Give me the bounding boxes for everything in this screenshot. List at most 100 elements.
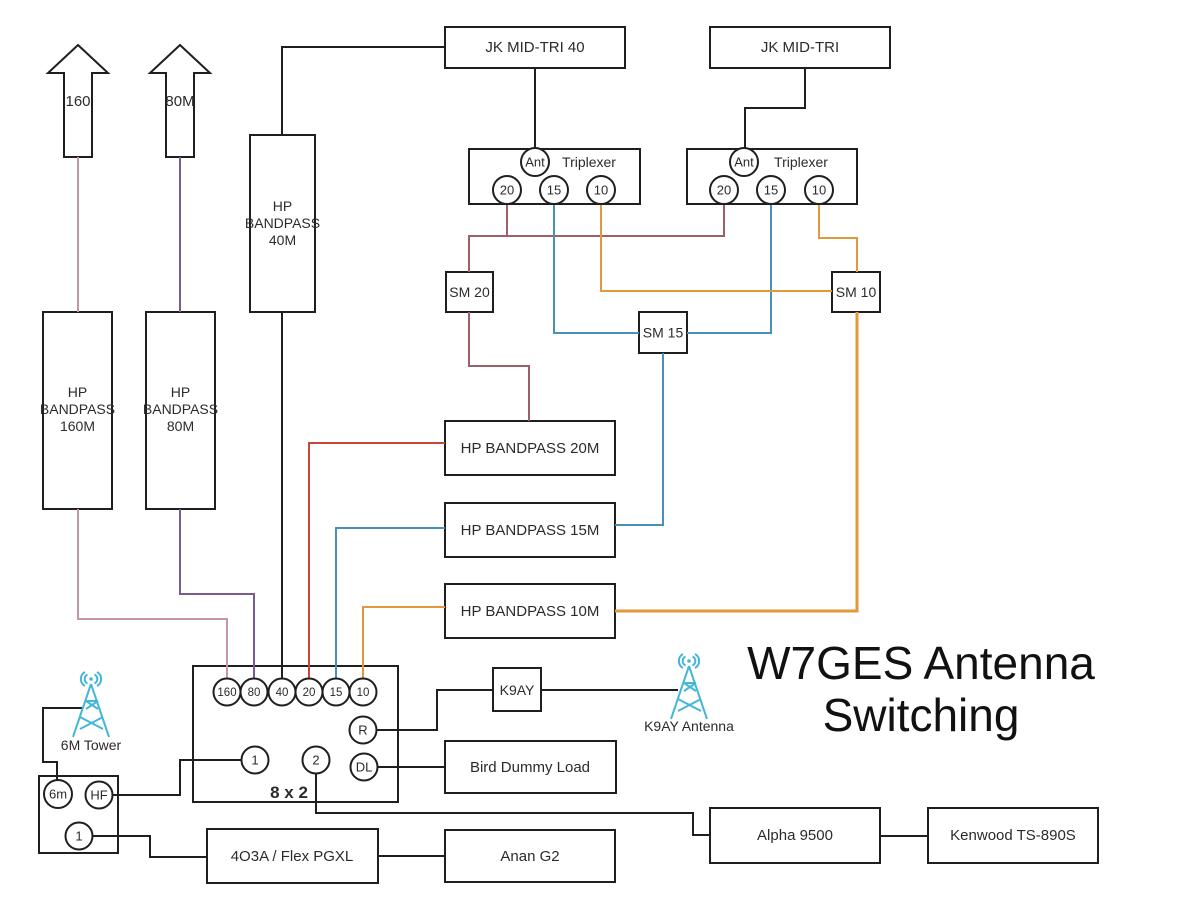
bp80-label-l2: BANDPASS <box>143 401 218 417</box>
wire-bp160-port160 <box>77 509 228 679</box>
jk-mid-tri-40-label: JK MID-TRI 40 <box>485 39 584 56</box>
remote-port-1-label: 1 <box>75 829 82 844</box>
switch-port-r <box>348 715 378 745</box>
switch-port-160-label: 160 <box>217 687 236 699</box>
bp160-label-l1: HP <box>68 384 87 400</box>
remote-port-6m <box>43 779 73 809</box>
remote-port-hf-label: HF <box>90 788 107 803</box>
hp-bandpass-15m-box <box>444 502 616 558</box>
wire-bp10-port10 <box>362 606 445 679</box>
bp160-label-l2: BANDPASS <box>40 401 115 417</box>
wire-triplexer2-15-sm15 <box>687 204 772 334</box>
triplexer1-20-port <box>492 175 522 205</box>
sm15-label: SM 15 <box>643 325 684 341</box>
wire-hf-switch1 <box>112 759 242 796</box>
switch-port-80-label: 80 <box>248 687 261 699</box>
triplexer1-15-label: 15 <box>547 183 561 198</box>
triplexer1-ant-label: Ant <box>525 155 545 170</box>
wire-sm10-bp10 <box>615 312 859 613</box>
remote-port-hf <box>84 780 114 810</box>
triplexer2-10-port <box>804 175 834 205</box>
bp40-label-l3: 40M <box>269 232 296 248</box>
jk-mid-tri-label: JK MID-TRI <box>761 39 839 56</box>
bp15-label: HP BANDPASS 15M <box>461 522 600 539</box>
switch-port-15-label: 15 <box>330 687 343 699</box>
arrow-80m-label: 80M <box>165 93 194 110</box>
diagram-title-line1: W7GES Antenna <box>747 637 1095 689</box>
alpha-9500-label: Alpha 9500 <box>757 827 833 844</box>
diagram-title-line2: Switching <box>823 689 1020 741</box>
sm20-label: SM 20 <box>449 284 490 300</box>
switch-port-20-label: 20 <box>303 687 316 699</box>
wire-sm15-bp15 <box>615 353 664 526</box>
wire-r-k9ay <box>376 689 493 731</box>
switch-port-r-label: R <box>358 723 367 738</box>
jk-mid-tri-box <box>709 26 891 69</box>
switch-port-10-label: 10 <box>357 687 370 699</box>
bird-dummy-load-label: Bird Dummy Load <box>470 759 590 776</box>
triplexer2-label: Triplexer <box>774 154 828 170</box>
anan-g2-label: Anan G2 <box>500 848 559 865</box>
triplexer2-ant-port <box>729 147 759 177</box>
wire-triplexer1-10-sm10 <box>600 204 832 292</box>
bp80-label-l3: 80M <box>167 418 194 434</box>
wire-bp15-port15 <box>335 527 445 679</box>
pgxl-label: 4O3A / Flex PGXL <box>231 848 354 865</box>
bp80-label-l1: HP <box>171 384 190 400</box>
wire-remote1-pgxl <box>92 835 207 858</box>
wire-6mtower-remote <box>42 707 82 781</box>
switch-port-1-label: 1 <box>251 753 258 768</box>
switch-port-dl <box>349 752 379 782</box>
triplexer1-ant-port <box>520 147 550 177</box>
anan-g2-box <box>444 829 616 883</box>
tower-6m-icon <box>72 671 110 738</box>
k9ay-label: K9AY <box>500 682 535 698</box>
hp-bandpass-10m-box <box>444 583 616 639</box>
bp10-label: HP BANDPASS 10M <box>461 603 600 620</box>
triplexer1-label: Triplexer <box>562 154 616 170</box>
kenwood-box <box>927 807 1099 864</box>
tower-k9ay-icon <box>670 653 708 720</box>
triplexer1-15-port <box>539 175 569 205</box>
switch-port-10 <box>348 677 378 707</box>
bp40-label-l2: BANDPASS <box>245 215 320 231</box>
bp20-label: HP BANDPASS 20M <box>461 440 600 457</box>
triplexer1-10-label: 10 <box>594 183 608 198</box>
wire-bp40-jk40 <box>281 46 445 135</box>
arrow-160-label: 160 <box>65 93 90 110</box>
switch-port-2 <box>301 745 331 775</box>
sm10-label: SM 10 <box>836 284 877 300</box>
bp160-label-l3: 160M <box>60 418 95 434</box>
alpha-9500-box <box>709 807 881 864</box>
hp-bandpass-160m-box <box>42 311 113 510</box>
wire-switch2-alpha <box>315 773 710 836</box>
triplexer2-15-label: 15 <box>764 183 778 198</box>
wire-triplexer2-20-sm20 <box>468 204 725 272</box>
wire-bp80-port80 <box>179 509 255 679</box>
switch-8x2-label: 8 x 2 <box>270 783 308 802</box>
switch-port-dl-label: DL <box>356 760 373 775</box>
triplexer1-10-port <box>586 175 616 205</box>
triplexer1-20-label: 20 <box>500 183 514 198</box>
triplexer2-15-port <box>756 175 786 205</box>
switch-port-2-label: 2 <box>312 753 319 768</box>
triplexer2-20-port <box>709 175 739 205</box>
remote-port-6m-label: 6m <box>49 787 67 802</box>
tower-6m-label: 6M Tower <box>61 737 122 753</box>
triplexer2-ant-label: Ant <box>734 155 754 170</box>
remote-port-1 <box>64 821 94 851</box>
wire-bp20-port20 <box>308 442 445 679</box>
switch-port-40-label: 40 <box>276 687 289 699</box>
wire-triplexer1-15-sm15 <box>553 204 639 334</box>
wire-sm20-bp20 <box>468 312 530 421</box>
bp40-label-l1: HP <box>273 198 292 214</box>
hp-bandpass-20m-box <box>444 420 616 476</box>
hp-bandpass-40m-box <box>249 134 316 313</box>
triplexer2-10-label: 10 <box>812 183 826 198</box>
triplexer2-20-label: 20 <box>717 183 731 198</box>
kenwood-label: Kenwood TS-890S <box>950 827 1076 844</box>
wire-jk-triplexer2 <box>744 68 806 148</box>
switch-port-1 <box>240 745 270 775</box>
